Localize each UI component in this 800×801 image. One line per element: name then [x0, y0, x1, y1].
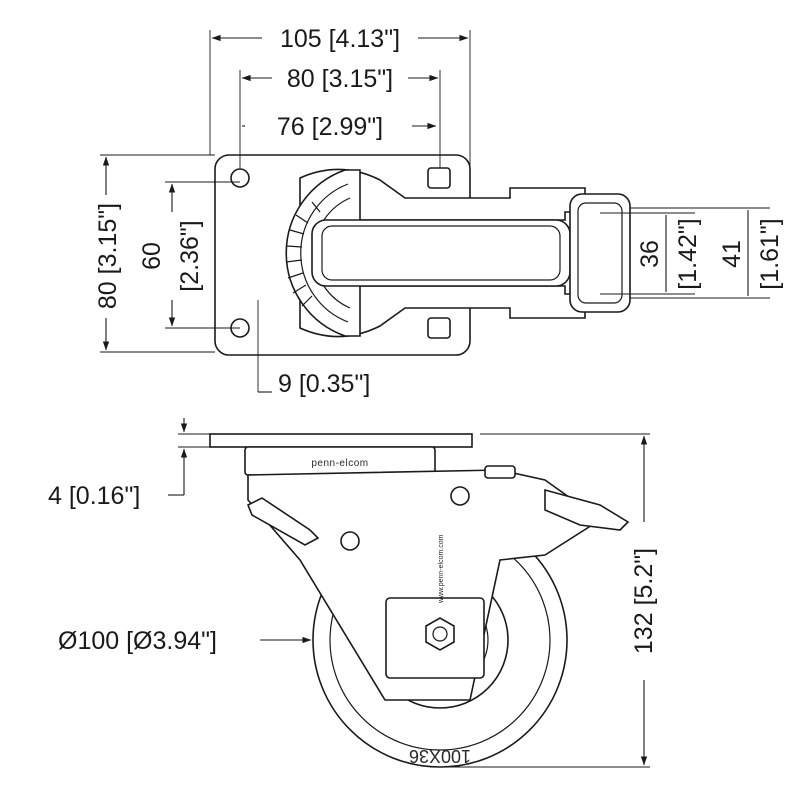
fork-plate: [247, 469, 602, 701]
brake-pedal-top-view: [569, 193, 631, 313]
brake-tab: [484, 465, 516, 479]
label-wheel-width-mm: 36: [636, 240, 664, 268]
bearing-ribs: [285, 201, 321, 307]
label-hole-offset: 9 [0.35"]: [278, 370, 370, 398]
label-hub-width-mm: 41: [718, 240, 746, 268]
brand-label: penn-elcom: [311, 458, 368, 469]
fork-hole-upper: [450, 486, 470, 506]
swivel-ring-inner: [300, 183, 349, 323]
label-wheel-width-in: [1.42"]: [674, 218, 702, 289]
label-overall-height: 132 [5.2"]: [630, 548, 658, 654]
label-hole-pitch-mm: 60: [138, 242, 166, 270]
bolt-hole-top-left: [230, 168, 250, 188]
brake-pedal-inner: [577, 202, 623, 304]
wheel-top-view: [311, 219, 571, 287]
fork-hole-lower: [340, 531, 360, 551]
side-view: penn-elcom www.penn-elcom.com 100X36: [168, 418, 650, 768]
label-plate-length: 80 [3.15"]: [94, 203, 122, 309]
website-label: www.penn-elcom.com: [438, 534, 445, 604]
label-plate-thickness: 4 [0.16"]: [48, 482, 140, 510]
brake-lever: [246, 497, 320, 546]
brake-arm-right: [544, 488, 630, 531]
dimension-labels: 105 [4.13"] 80 [3.15"] 76 [2.99"] 80 [3.…: [48, 25, 784, 655]
axle-nut-icon: [425, 617, 455, 651]
label-hub-width-in: [1.61"]: [756, 218, 784, 289]
top-view: [100, 30, 770, 393]
axle-nut-bottom: [427, 317, 451, 339]
label-wheel-diameter: Ø100 [Ø3.94"]: [58, 627, 217, 655]
side-plate: [209, 433, 473, 448]
label-hole-spacing-inner: 76 [2.99"]: [277, 113, 383, 141]
label-hole-pitch-in: [2.36"]: [176, 220, 204, 291]
label-width-overall: 105 [4.13"]: [280, 25, 400, 53]
axle-nut-top: [427, 167, 451, 189]
label-hole-spacing-outer: 80 [3.15"]: [287, 65, 393, 93]
wheel-tread-top-view: [321, 225, 561, 281]
tire-marking: 100X36: [409, 746, 471, 766]
